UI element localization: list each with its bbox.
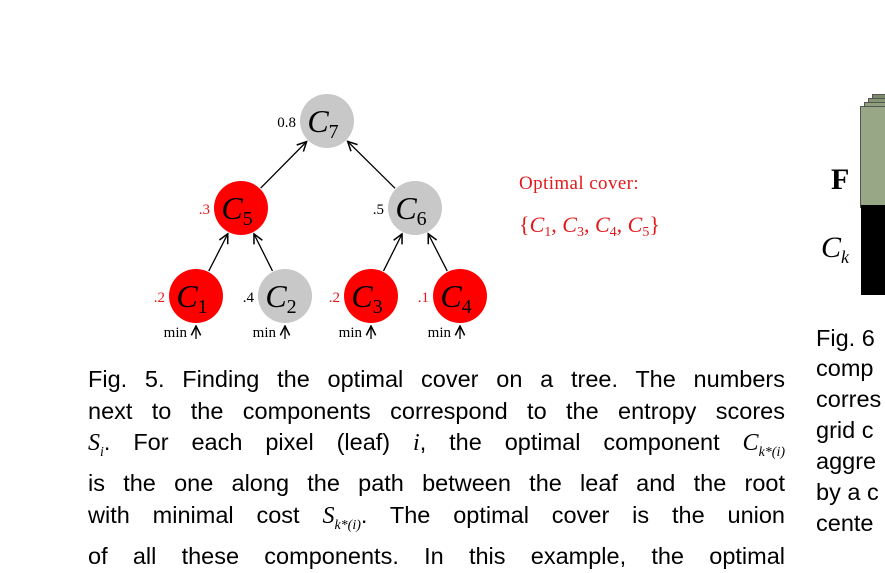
- leaf-min-label: min: [428, 325, 460, 341]
- node-circle: [344, 269, 398, 323]
- edge-c4-c6: [428, 234, 448, 272]
- cover-item: C3: [562, 212, 584, 240]
- fig6-caption-line: grid c: [816, 417, 874, 443]
- fig6-caption-line: by a c: [816, 479, 879, 505]
- optimal-cover-set: {C1, C3, C4, C5}: [519, 214, 660, 240]
- fig6-caption-line: corres: [816, 386, 882, 412]
- node-circle: [258, 269, 312, 323]
- entropy-score: .5: [373, 202, 384, 218]
- node-c6: C6.5: [373, 181, 442, 235]
- cover-item: C5: [627, 212, 650, 240]
- caption-line-6: of all these components. In this example…: [88, 543, 785, 570]
- set-comma: ,: [583, 212, 595, 237]
- edge-c5-c7: [260, 142, 307, 189]
- component-mask-image: [861, 205, 885, 295]
- set-comma: ,: [551, 212, 563, 237]
- node-c3: C3.2: [329, 269, 398, 323]
- entropy-score: 0.8: [277, 115, 296, 131]
- node-circle: [433, 269, 487, 323]
- caption-line-1: Fig. 5. Finding the optimal cover on a t…: [88, 366, 785, 392]
- fig6-caption-line: cente: [816, 510, 874, 536]
- caption-line-5: with minimal cost Sk*(i). The optimal co…: [88, 501, 785, 533]
- entropy-score: .3: [199, 202, 210, 218]
- fig6-label-ck: Ck: [821, 231, 850, 267]
- edge-c6-c7: [348, 141, 396, 189]
- edge-c3-c6: [382, 234, 403, 272]
- caption-line-4: is the one along the path between the le…: [88, 470, 785, 497]
- node-circle: [388, 181, 442, 235]
- entropy-score: .4: [243, 290, 255, 306]
- figure-5-caption: Fig. 5. Finding the optimal cover on a t…: [88, 364, 785, 573]
- node-circle: [169, 269, 223, 323]
- math-s-i: Si: [88, 430, 104, 460]
- fig6-caption-line: aggre: [816, 448, 877, 474]
- entropy-score: .1: [418, 290, 429, 306]
- svg-text:min: min: [164, 325, 188, 341]
- edge-c1-c5: [208, 234, 228, 272]
- cover-item: C1: [529, 212, 552, 240]
- feature-layer: [860, 106, 885, 208]
- fig6-caption-line: comp: [816, 355, 874, 381]
- edge-c2-c5: [254, 234, 274, 272]
- math-c-kstar: Ck*(i): [742, 430, 785, 460]
- cover-item: C4: [594, 212, 617, 240]
- math-i: i: [413, 430, 420, 456]
- fig6-caption-line: Fig. 6: [816, 325, 875, 351]
- node-c4: C4.1: [418, 269, 487, 323]
- node-c7: C70.8: [277, 94, 354, 148]
- leaf-min-label: min: [339, 325, 371, 341]
- node-circle: [300, 94, 354, 148]
- svg-text:min: min: [428, 325, 452, 341]
- caption-line-3: Si. For each pixel (leaf) i, the optimal…: [88, 429, 785, 460]
- tree-diagram: C70.8C5.3 C6.5C1.2 C2.4 C3.2 C4.1 min min min mi…: [154, 94, 487, 341]
- node-c2: C2.4: [243, 269, 312, 323]
- leaf-min-label: min: [253, 325, 285, 341]
- set-comma: ,: [616, 212, 628, 237]
- node-c5: C5.3: [199, 181, 268, 235]
- math-s-kstar: Sk*(i): [322, 502, 361, 533]
- node-c1: C1.2: [154, 269, 223, 323]
- figure-6-fragment: F Ck: [800, 0, 885, 539]
- node-circle: [214, 181, 268, 235]
- entropy-score: .2: [154, 290, 165, 306]
- set-brace-close: }: [649, 212, 660, 237]
- entropy-score: .2: [329, 290, 340, 306]
- leaf-min-label: min: [164, 325, 196, 341]
- set-brace-open: {: [519, 212, 530, 237]
- optimal-cover-title: Optimal cover:: [519, 173, 640, 194]
- svg-text:min: min: [253, 325, 277, 341]
- svg-text:min: min: [339, 325, 363, 341]
- fig6-label-f: F: [831, 163, 850, 196]
- caption-line-2: next to the components correspond to the…: [88, 397, 785, 424]
